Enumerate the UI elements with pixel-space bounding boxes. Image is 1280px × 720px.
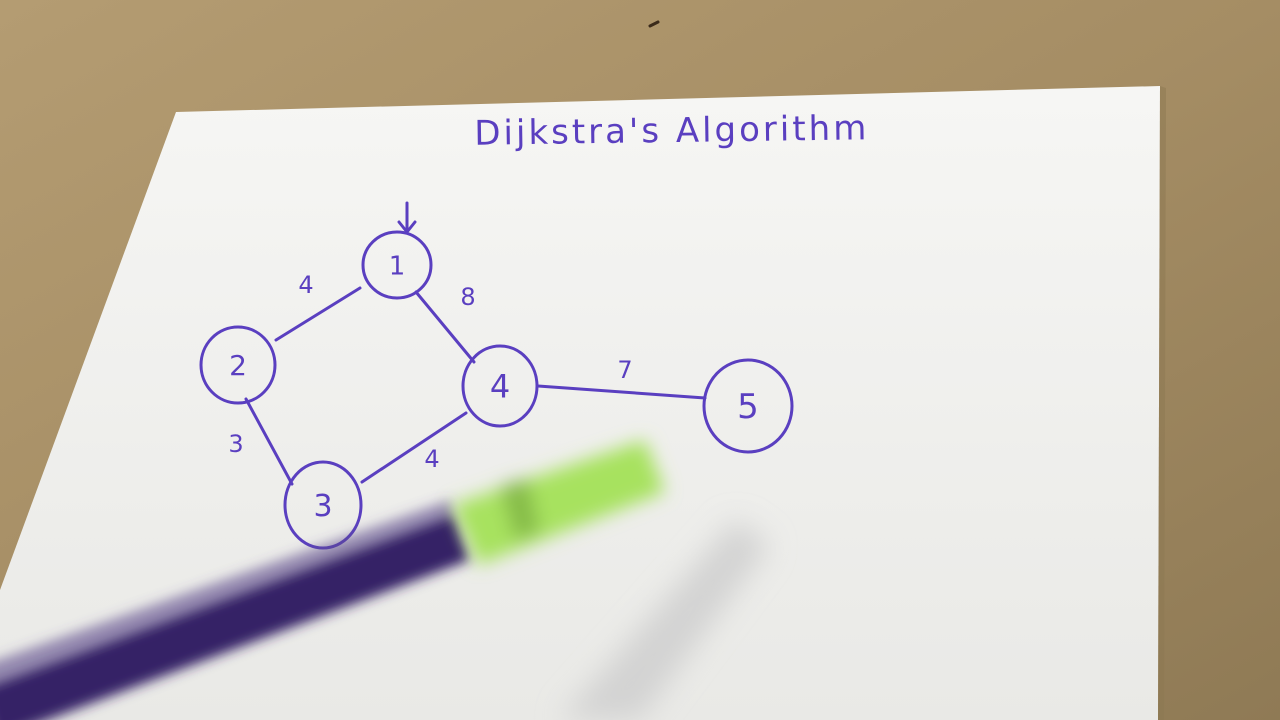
node-5-label: 5: [737, 387, 759, 427]
table-speck: [648, 20, 660, 28]
edge-2-3: [244, 397, 294, 486]
edge-weight-1-2: 4: [298, 271, 313, 299]
grey-pen: [560, 520, 770, 720]
edge-3-4: [360, 411, 468, 484]
node-2-label: 2: [229, 349, 247, 382]
purple-marker: [0, 500, 470, 720]
edge-weight-3-4: 4: [424, 445, 439, 473]
edge-1-2: [274, 286, 362, 342]
page-title: Dijkstra's Algorithm: [474, 108, 870, 154]
node-2-circle: [199, 325, 277, 405]
marker-pens: [0, 440, 770, 720]
node-5-circle: [702, 358, 794, 454]
node-4-label: 4: [490, 368, 510, 406]
node-1-circle: [361, 230, 433, 300]
node-1-label: 1: [389, 251, 406, 281]
paper-shadow-edge: [1158, 86, 1166, 720]
node-3-label: 3: [313, 489, 332, 524]
edge-1-4: [414, 290, 476, 364]
edge-weight-1-4: 8: [460, 283, 475, 311]
node-4-circle: [461, 344, 539, 428]
green-marker-cap: [452, 440, 665, 565]
edge-weight-2-3: 3: [228, 430, 243, 458]
graph-diagram: 4 8 3 4 7 1 2 3 4 5: [199, 201, 794, 550]
edge-weight-4-5: 7: [617, 356, 632, 384]
edge-4-5: [536, 384, 707, 400]
